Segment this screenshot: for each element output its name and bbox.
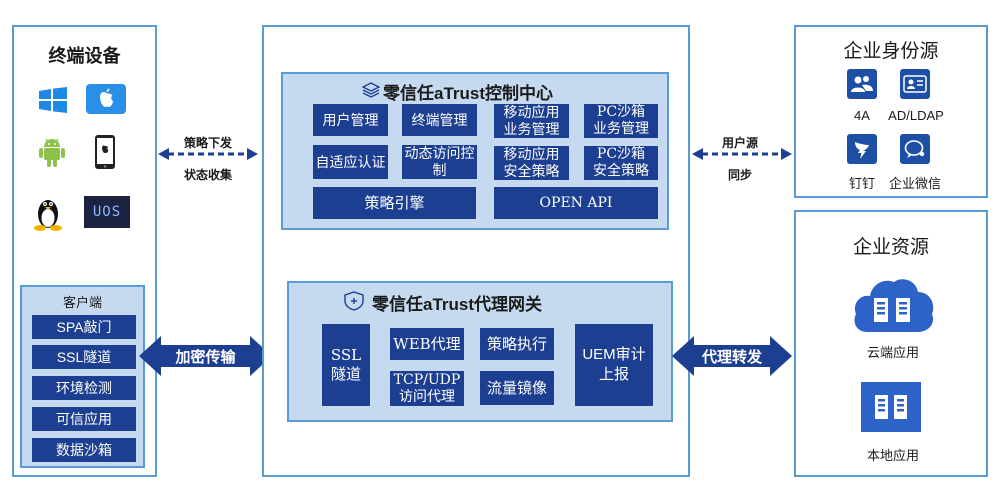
layers-icon <box>361 80 381 100</box>
apple-icon <box>86 84 126 114</box>
pc-biz-block: PC沙箱业务管理 <box>584 104 658 138</box>
adaptive-auth-block: 自适应认证 <box>313 145 388 179</box>
android-icon <box>36 134 68 170</box>
user-source-label: 用户源 <box>721 136 758 150</box>
terminal-devices-title: 终端设备 <box>48 46 121 66</box>
dynamic-access-block: 动态访问控制 <box>402 145 477 179</box>
linux-icon <box>30 194 66 232</box>
policy-engine-block: 策略引擎 <box>313 187 476 219</box>
dashed-double-arrow-right <box>692 148 792 160</box>
client-item-env-check: 环境检测 <box>32 376 136 400</box>
dynamic-access-line2: 制 <box>432 162 447 178</box>
dingtalk-icon <box>847 134 877 164</box>
identity-label-4a: 4A <box>854 108 870 123</box>
uos-label: UOS <box>92 204 122 220</box>
identity-label-wechat-work: 企业微信 <box>888 176 941 191</box>
mobile-biz-line2: 业务管理 <box>503 121 560 137</box>
pc-biz-line1: PC沙箱 <box>596 104 646 120</box>
control-center-title: 零信任aTrust控制中心 <box>383 84 554 103</box>
ssl-tunnel-line2: 隧道 <box>330 365 361 383</box>
tcp-udp-line1: TCP/UDP <box>393 371 461 388</box>
policy-exec-block: 策略执行 <box>480 328 554 360</box>
mobile-sec-line2: 安全策略 <box>503 163 560 179</box>
cloud-app-label: 云端应用 <box>866 345 919 360</box>
enterprise-resource-title: 企业资源 <box>852 237 929 258</box>
status-collect-label: 状态收集 <box>183 168 232 182</box>
wechat-work-icon <box>900 134 930 164</box>
uos-icon: UOS <box>84 196 130 228</box>
client-item-ssl: SSL隧道 <box>32 345 136 369</box>
proxy-gateway-title: 零信任aTrust代理网关 <box>372 295 543 314</box>
local-app-label: 本地应用 <box>866 448 919 463</box>
identity-source-title: 企业身份源 <box>843 41 939 62</box>
users-icon <box>847 69 877 99</box>
pc-sec-line1: PC沙箱 <box>596 146 646 162</box>
client-item-trusted-app: 可信应用 <box>32 407 136 431</box>
iphone-icon <box>92 134 118 170</box>
uem-line1: UEM审计 <box>582 346 646 363</box>
uem-audit-block: UEM审计上报 <box>575 324 653 406</box>
windows-icon <box>38 86 68 114</box>
mobile-biz-line1: 移动应用 <box>503 104 560 120</box>
client-item-spa: SPA敲门 <box>32 315 136 339</box>
client-title: 客户端 <box>62 295 102 310</box>
open-api-block: OPEN API <box>494 187 658 219</box>
pc-biz-line2: 业务管理 <box>593 121 649 137</box>
uem-line2: 上报 <box>598 366 629 383</box>
mobile-biz-block: 移动应用业务管理 <box>494 104 569 138</box>
dashed-double-arrow-left <box>158 148 258 160</box>
ssl-tunnel-line1: SSL <box>330 346 362 364</box>
identity-label-ad-ldap: AD/LDAP <box>888 108 944 123</box>
local-server-icon <box>861 382 921 432</box>
shield-icon <box>342 290 366 312</box>
user-management-block: 用户管理 <box>313 104 388 136</box>
identity-label-dingtalk: 钉钉 <box>848 176 875 191</box>
tcp-udp-line2: 访问代理 <box>399 388 455 405</box>
sync-label: 同步 <box>727 168 752 182</box>
enterprise-resource-panel <box>794 210 988 477</box>
pc-sec-block: PC沙箱安全策略 <box>584 146 658 180</box>
cloud-server-icon <box>850 274 936 336</box>
policy-down-label: 策略下发 <box>183 136 232 150</box>
fat-double-arrow-right <box>672 336 792 376</box>
mobile-sec-block: 移动应用安全策略 <box>494 146 569 180</box>
terminal-management-block: 终端管理 <box>402 104 477 136</box>
traffic-mirror-block: 流量镜像 <box>480 371 554 405</box>
fat-double-arrow-left <box>139 336 272 376</box>
id-card-icon <box>900 69 930 99</box>
web-proxy-block: WEB代理 <box>390 328 464 360</box>
proxy-forward-label: 代理转发 <box>701 349 762 366</box>
dynamic-access-line1: 动态访问控 <box>404 145 475 161</box>
mobile-sec-line1: 移动应用 <box>503 146 560 162</box>
encrypted-transfer-label: 加密传输 <box>175 349 236 366</box>
pc-sec-line2: 安全策略 <box>593 163 649 179</box>
client-box: 客户端 SPA敲门 SSL隧道 环境检测 可信应用 数据沙箱 <box>20 285 145 468</box>
client-item-data-sandbox: 数据沙箱 <box>32 438 136 462</box>
identity-source-panel <box>794 25 988 198</box>
